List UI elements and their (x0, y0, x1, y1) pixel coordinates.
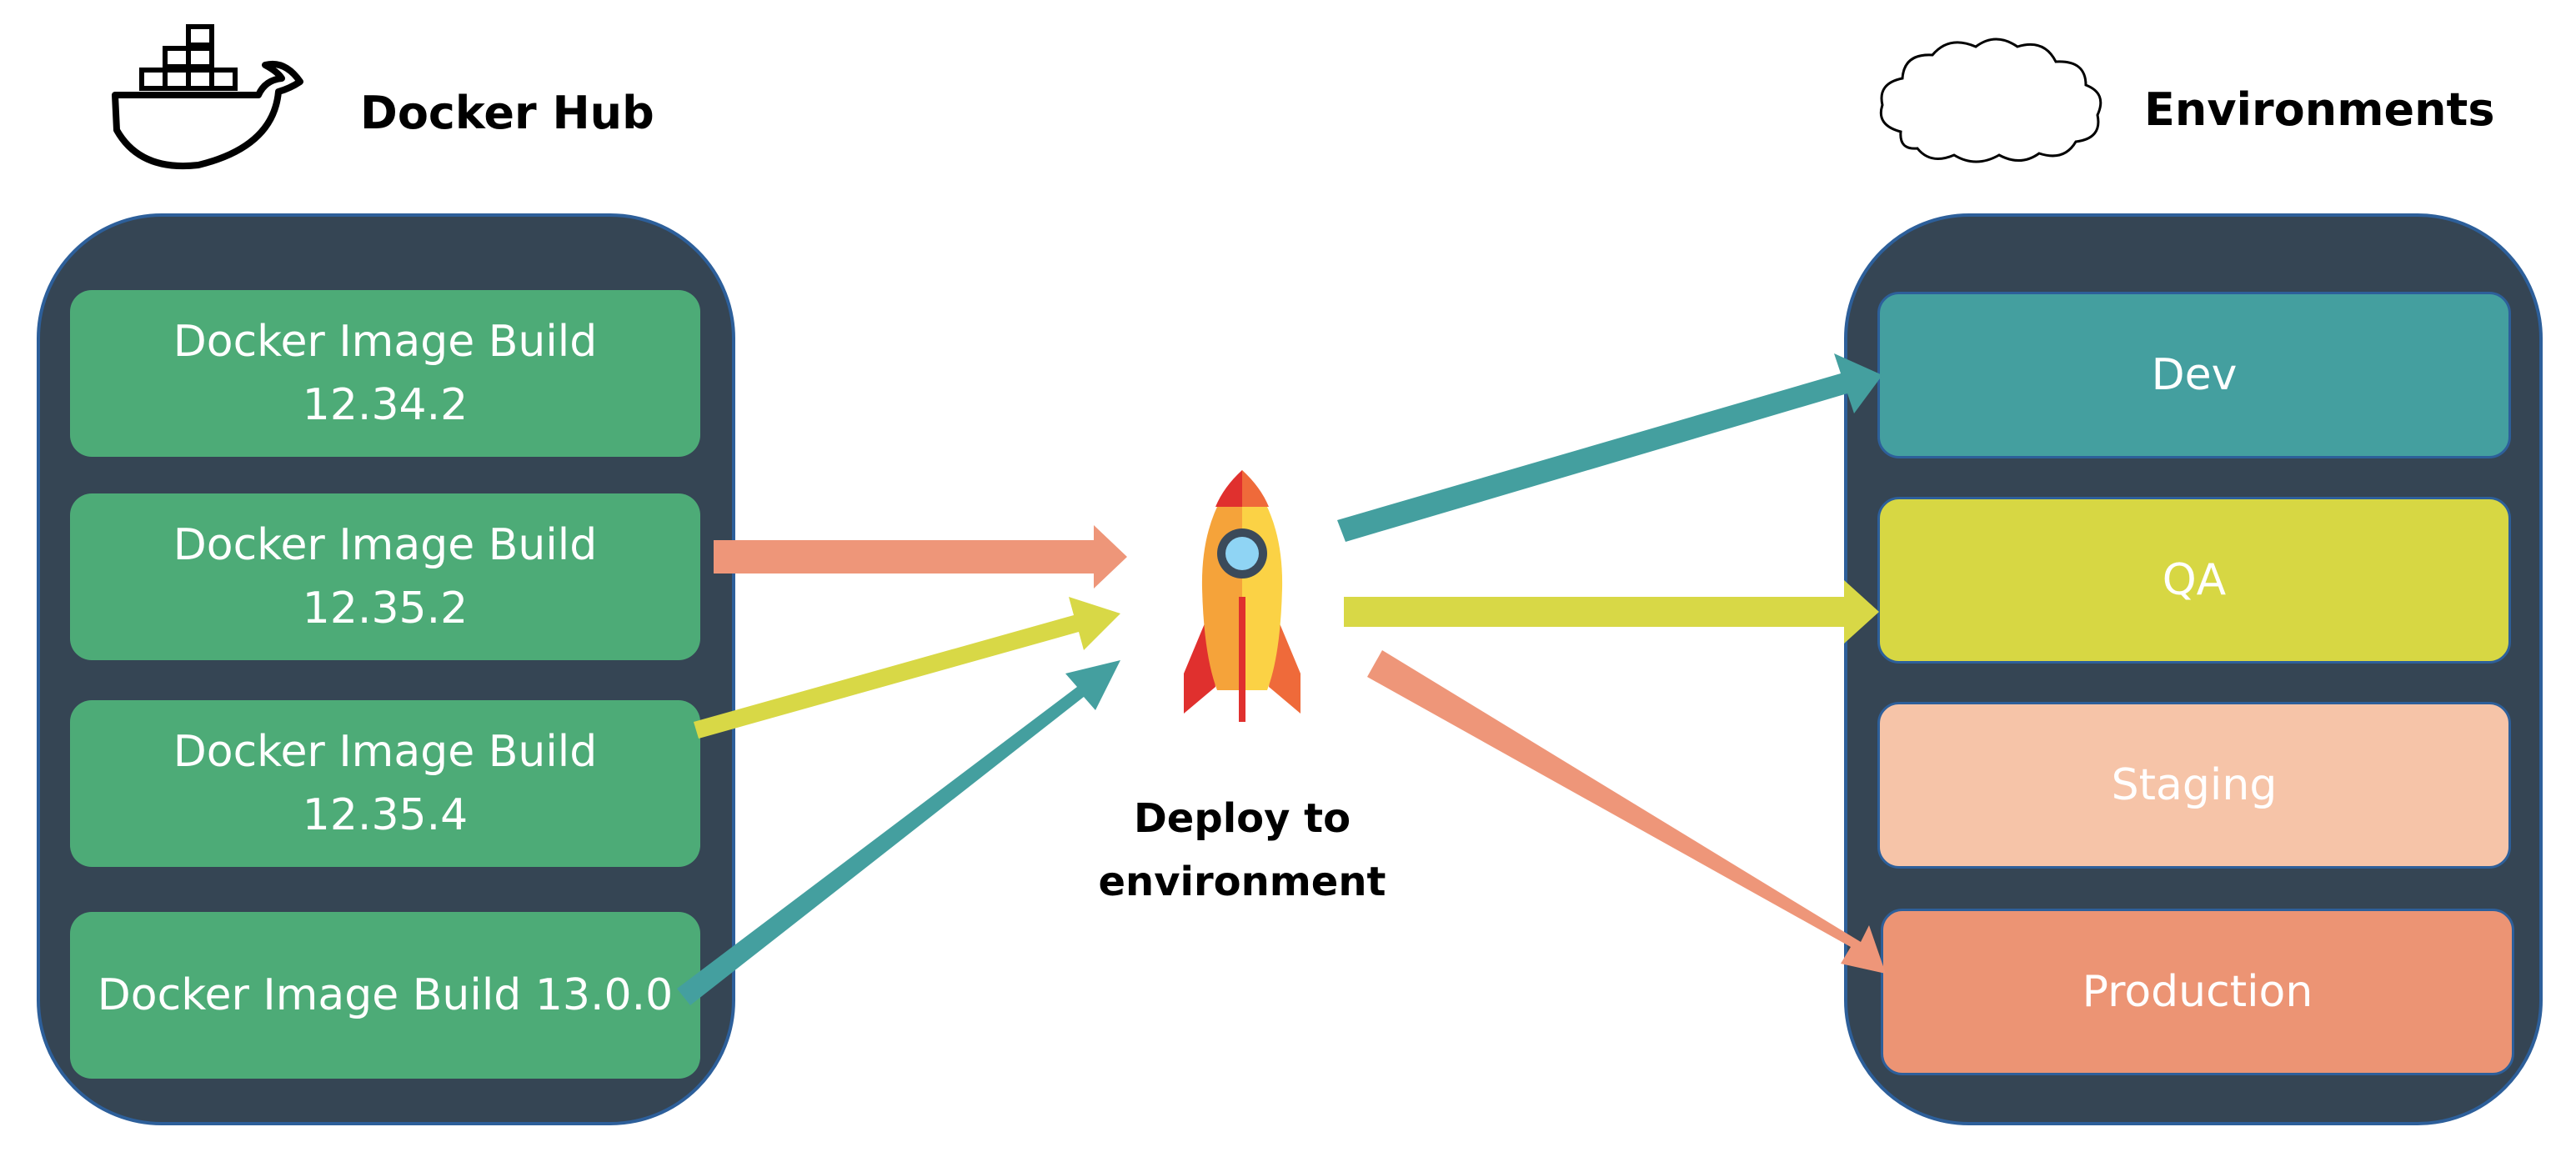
build-label: Docker Image Build 13.0.0 (97, 970, 674, 1020)
arrow-build-to-deploy (714, 525, 1127, 589)
build-item[interactable]: Docker Image Build 12.34.2 (70, 290, 700, 457)
build-item[interactable]: Docker Image Build 12.35.4 (70, 700, 700, 867)
arrow-deploy-to-production (1367, 650, 1886, 974)
arrow-deploy-to-qa (1344, 580, 1879, 644)
build-label: Docker Image Build 12.35.2 (173, 520, 598, 634)
rocket-icon (1167, 463, 1317, 730)
env-staging[interactable]: Staging (1877, 702, 2511, 869)
env-label: Staging (2111, 760, 2278, 810)
arrow-deploy-to-dev (1337, 353, 1882, 542)
env-label: Dev (2151, 350, 2238, 400)
env-production[interactable]: Production (1881, 909, 2514, 1075)
deploy-caption: Deploy to environment (1098, 795, 1386, 905)
env-qa[interactable]: QA (1877, 497, 2511, 664)
arrow-build-to-deploy (677, 660, 1120, 1005)
build-item[interactable]: Docker Image Build 12.35.2 (70, 493, 700, 660)
build-item[interactable]: Docker Image Build 13.0.0 (70, 912, 700, 1079)
env-label: QA (2162, 555, 2227, 605)
build-label: Docker Image Build 12.34.2 (173, 317, 598, 430)
environments-title: Environments (2144, 83, 2495, 136)
docker-hub-title: Docker Hub (360, 87, 654, 139)
env-dev[interactable]: Dev (1877, 292, 2511, 458)
env-label: Production (2082, 967, 2313, 1017)
cloud-icon (1867, 32, 2117, 165)
docker-whale-icon (107, 22, 307, 172)
build-label: Docker Image Build 12.35.4 (173, 727, 598, 840)
arrow-build-to-deploy (694, 597, 1120, 739)
